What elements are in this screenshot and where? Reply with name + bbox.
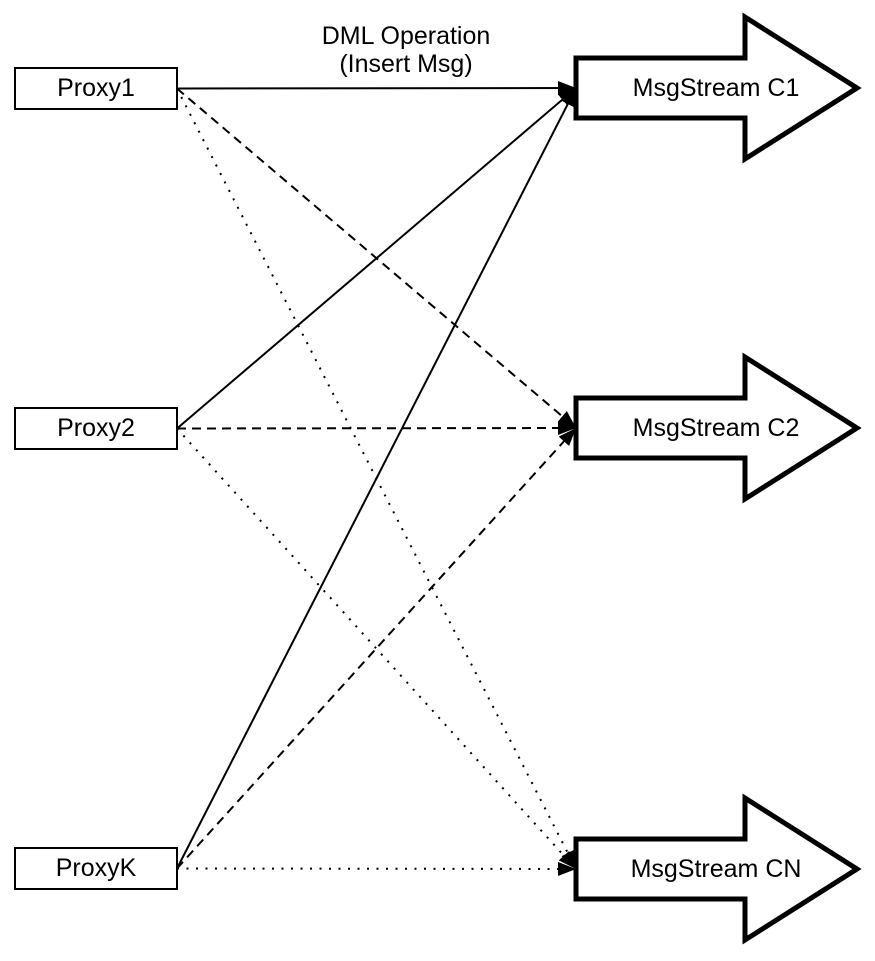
edge-proxyk-c1-solid — [176, 87, 577, 869]
msgstream-c2-label: MsgStream C2 — [633, 414, 800, 442]
proxy2-label: Proxy2 — [57, 414, 135, 442]
node-msgstream-cn: MsgStream CN — [573, 793, 862, 945]
proxyk-box — [14, 847, 178, 890]
msgstream-cn-arrow-shape — [573, 793, 862, 945]
msgstream-c1-arrow-shape — [573, 12, 862, 164]
msgstream-c2-arrow-shape — [573, 352, 862, 504]
edge-proxy2-c2-dashed — [176, 421, 577, 436]
proxy1-label: Proxy1 — [57, 74, 135, 102]
edge-layer — [176, 81, 577, 876]
node-msgstream-c2: MsgStream C2 — [573, 352, 862, 504]
edge-proxy2-cn-dotted — [176, 427, 577, 870]
proxyk-label: ProxyK — [56, 854, 137, 882]
node-proxyk: ProxyK — [14, 847, 178, 890]
edge-proxyk-cn-dotted — [176, 861, 577, 876]
node-msgstream-c1: MsgStream C1 — [573, 12, 862, 164]
msgstream-c1-label: MsgStream C1 — [633, 74, 800, 102]
diagram-title-line2: (Insert Msg) — [339, 50, 472, 78]
edge-proxyk-c2-dashed — [176, 427, 577, 870]
edge-proxy1-c1-solid — [176, 81, 577, 96]
node-proxy1: Proxy1 — [14, 67, 178, 110]
proxy2-box — [14, 407, 178, 450]
diagram-title-line1: DML Operation — [322, 22, 491, 50]
edge-proxy2-c1-solid — [176, 87, 577, 430]
msgstream-cn-label: MsgStream CN — [631, 855, 802, 883]
node-proxy2: Proxy2 — [14, 407, 178, 450]
proxy1-box — [14, 67, 178, 110]
